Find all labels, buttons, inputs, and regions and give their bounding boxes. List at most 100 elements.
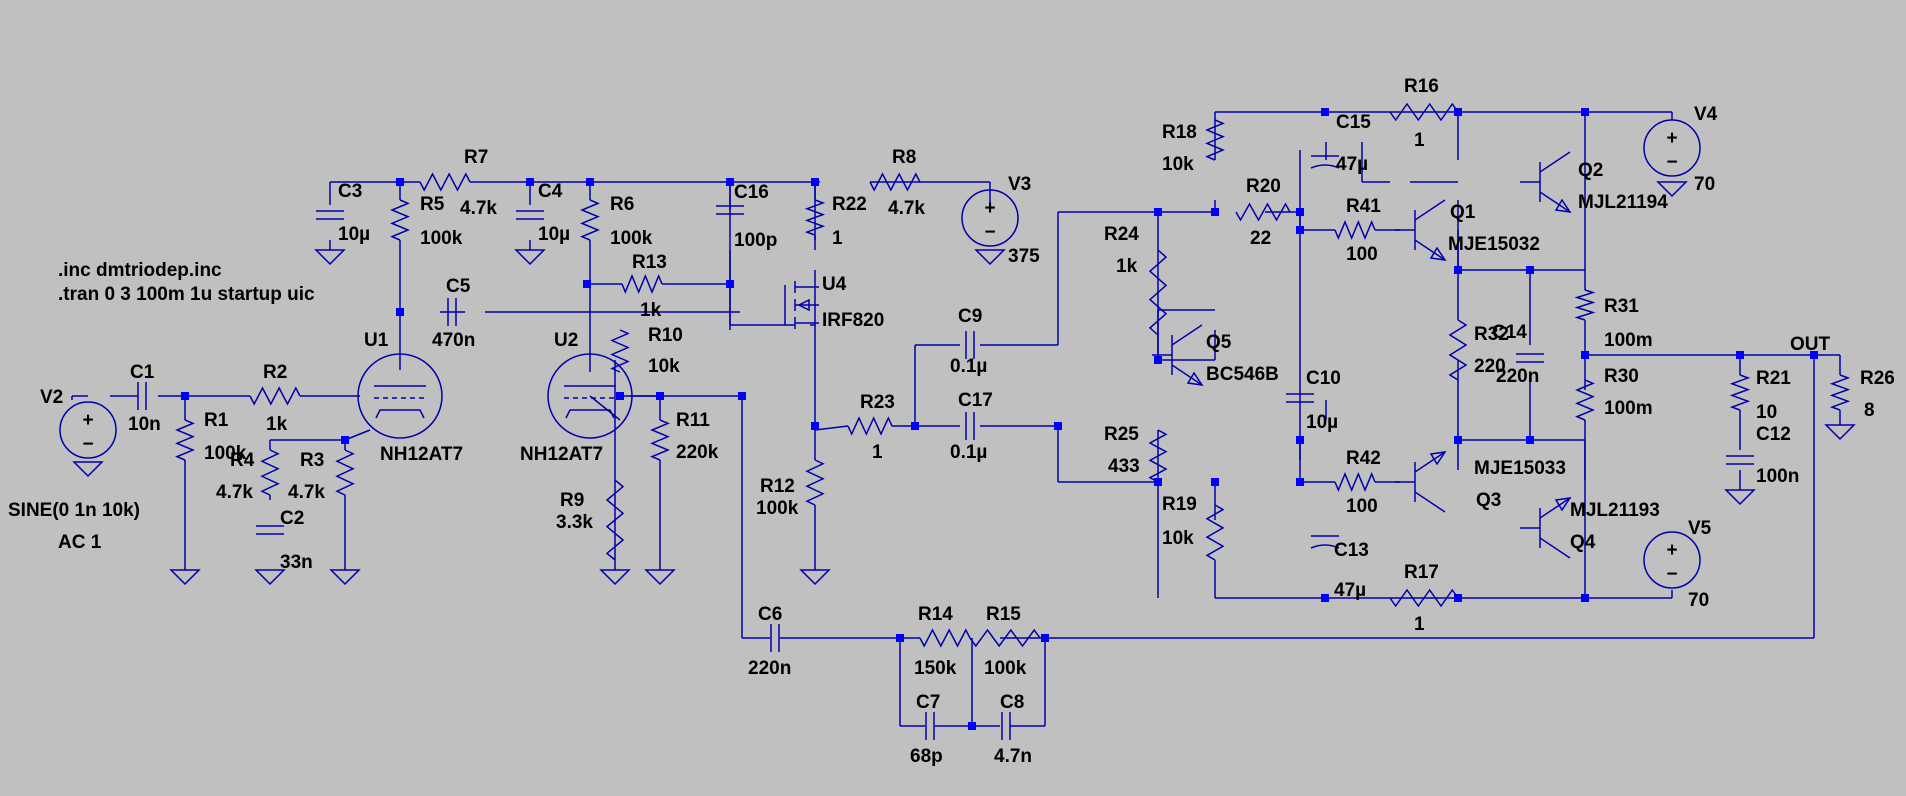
component-value: 1 bbox=[1414, 614, 1425, 635]
component-ref: V5 bbox=[1688, 518, 1712, 539]
component-value: 100k bbox=[984, 658, 1027, 679]
ground-icon bbox=[644, 569, 676, 586]
c9-capacitor[interactable]: C90.1µ bbox=[950, 306, 987, 377]
ground-icon bbox=[1656, 181, 1688, 198]
component-ref: R8 bbox=[892, 147, 916, 168]
minus-icon: − bbox=[82, 434, 93, 455]
component-ref: C13 bbox=[1334, 540, 1369, 561]
component-ref: C4 bbox=[538, 181, 563, 202]
r3-resistor[interactable]: R34.7k bbox=[288, 449, 355, 503]
component-ref: V3 bbox=[1008, 174, 1031, 195]
component-value: 4.7k bbox=[888, 198, 925, 219]
directive-tran: .tran 0 3 100m 1u startup uic bbox=[58, 284, 315, 305]
component-value: 0.1µ bbox=[950, 356, 987, 377]
component-value: 100k bbox=[420, 228, 463, 249]
r9-resistor[interactable]: R93.3k bbox=[556, 479, 625, 561]
component-value: 1 bbox=[872, 442, 883, 463]
component-value: 10µ bbox=[1306, 412, 1338, 433]
component-ref: R6 bbox=[610, 194, 634, 215]
component-value: NH12AT7 bbox=[380, 444, 463, 465]
net-label-out[interactable]: OUT bbox=[1790, 334, 1831, 355]
component-value: 150k bbox=[914, 658, 957, 679]
ground-icon bbox=[1724, 489, 1756, 506]
r4-resistor[interactable]: R44.7k bbox=[216, 449, 280, 503]
component-value: MJE15033 bbox=[1474, 458, 1566, 479]
component-ref: C1 bbox=[130, 362, 155, 383]
component-ref: R22 bbox=[832, 194, 867, 215]
component-ref: C6 bbox=[758, 604, 782, 625]
c8-capacitor[interactable]: C84.7n bbox=[994, 692, 1032, 767]
component-ref: C17 bbox=[958, 390, 993, 411]
component-value: 0.1µ bbox=[950, 442, 987, 463]
plus-icon: + bbox=[82, 410, 93, 431]
r8-resistor[interactable]: R8 4.7k bbox=[869, 147, 925, 219]
c17-capacitor[interactable]: C17 0.1µ bbox=[950, 390, 993, 463]
r7-resistor[interactable]: R74.7k bbox=[419, 147, 497, 219]
component-ref: R30 bbox=[1604, 366, 1639, 387]
c4-capacitor[interactable]: C4 10µ bbox=[516, 181, 570, 245]
component-value: SINE(0 1n 10k) bbox=[8, 500, 140, 521]
component-value: 1k bbox=[1116, 256, 1138, 277]
component-value: 220k bbox=[676, 442, 719, 463]
component-value: 10k bbox=[1162, 528, 1194, 549]
component-value: 375 bbox=[1008, 246, 1040, 267]
component-value: 10µ bbox=[538, 224, 570, 245]
component-value: 4.7k bbox=[216, 482, 253, 503]
component-value: 47µ bbox=[1336, 154, 1368, 175]
spice-directives[interactable]: .inc dmtriodep.inc.tran 0 3 100m 1u star… bbox=[58, 260, 315, 305]
minus-icon: − bbox=[1666, 564, 1677, 585]
component-ref: R3 bbox=[300, 450, 324, 471]
component-ref: R13 bbox=[632, 252, 667, 273]
